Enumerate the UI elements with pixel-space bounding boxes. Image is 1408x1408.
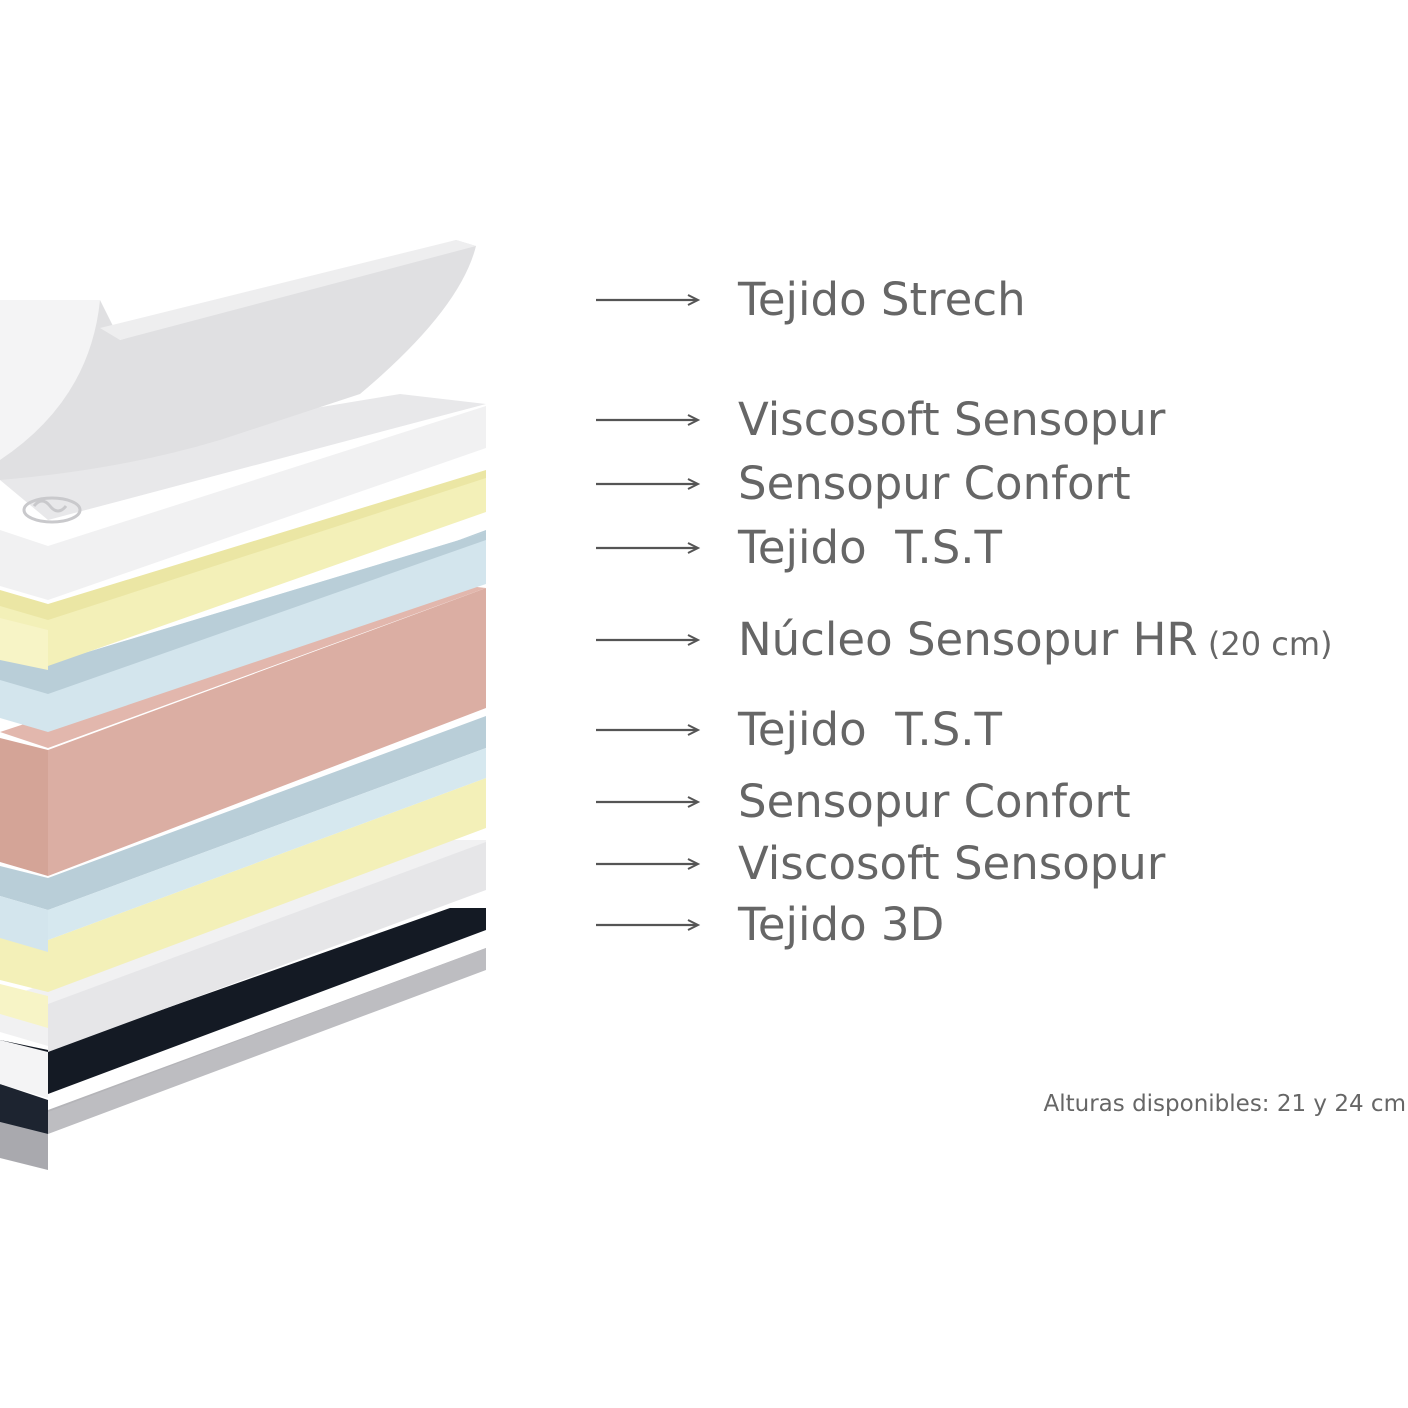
layer-label-text: Sensopur Confort	[738, 775, 1131, 828]
layer-label-row: Sensopur Confort	[596, 775, 1131, 828]
layer-label-row: Núcleo Sensopur HR (20 cm)	[596, 613, 1333, 666]
layer-label-text: Núcleo Sensopur HR	[738, 613, 1198, 666]
arrow-head-icon	[687, 634, 701, 646]
layer-label: Viscosoft Sensopur	[738, 837, 1166, 890]
layer-label-text: Viscosoft Sensopur	[738, 837, 1166, 890]
viscosoft-top-upper	[0, 394, 486, 520]
confort-bottom-front	[0, 984, 48, 1028]
viscosoft-bottom-side	[48, 842, 486, 1052]
tejido-strech-shape	[0, 240, 476, 480]
nucleo-side	[48, 588, 486, 876]
arrow-head-icon	[687, 478, 701, 490]
arrow-head-icon	[687, 542, 701, 554]
layer-label-row: Viscosoft Sensopur	[596, 837, 1166, 890]
base-layer-side	[48, 948, 486, 1134]
confort-bottom-top	[0, 778, 486, 992]
arrow-head-icon	[687, 414, 701, 426]
arrow-head-icon	[687, 919, 701, 931]
tst-bottom-top	[0, 716, 486, 910]
layer-label: Tejido 3D	[737, 898, 944, 951]
layer-label: Viscosoft Sensopur	[738, 393, 1166, 446]
base-layer-front	[0, 1122, 48, 1170]
layer-label: Sensopur Confort	[738, 775, 1131, 828]
viscosoft-bottom-front	[0, 1040, 48, 1098]
layer-label-note: (20 cm)	[1198, 625, 1333, 663]
layer-label-text: Tejido T.S.T	[737, 703, 1003, 756]
layer-label: Núcleo Sensopur HR (20 cm)	[738, 613, 1333, 666]
layer-label: Tejido T.S.T	[737, 521, 1003, 574]
viscosoft-top-side	[0, 406, 486, 600]
tejido-3d-shape	[0, 908, 486, 1094]
layer-label-row: Viscosoft Sensopur	[596, 393, 1166, 446]
arrow-head-icon	[687, 796, 701, 808]
mattress-illustration	[0, 240, 486, 1170]
layer-label-row: Sensopur Confort	[596, 457, 1131, 510]
embossed-logo-icon	[22, 496, 82, 524]
layer-label-text: Viscosoft Sensopur	[738, 393, 1166, 446]
layer-label: Tejido T.S.T	[737, 703, 1003, 756]
layer-label-row: Tejido T.S.T	[596, 521, 1003, 574]
layer-label: Tejido Strech	[737, 273, 1026, 326]
confort-top-side	[0, 472, 486, 666]
confort-top-upper	[0, 470, 486, 620]
availability-note: Alturas disponibles: 21 y 24 cm	[1044, 1091, 1407, 1117]
layer-label-row: Tejido T.S.T	[596, 703, 1003, 756]
confort-top-front	[0, 618, 48, 670]
tst-top-upper	[0, 532, 486, 694]
tst-bottom-front	[0, 896, 48, 952]
layer-label-text: Sensopur Confort	[738, 457, 1131, 510]
layer-label-row: Tejido Strech	[596, 273, 1026, 326]
tejido-strech-fold	[0, 300, 100, 460]
layer-label-text: Tejido 3D	[737, 898, 944, 951]
tejido-3d-front	[0, 1084, 48, 1134]
layer-label-row: Tejido 3D	[596, 898, 944, 951]
arrow-head-icon	[687, 724, 701, 736]
nucleo-front	[0, 738, 48, 876]
tejido-strech-top	[100, 240, 476, 340]
arrow-head-icon	[687, 294, 701, 306]
layer-label-text: Tejido Strech	[737, 273, 1026, 326]
layer-label-text: Tejido T.S.T	[737, 521, 1003, 574]
layer-label: Sensopur Confort	[738, 457, 1131, 510]
arrow-head-icon	[687, 858, 701, 870]
tst-bottom-side	[48, 748, 486, 940]
